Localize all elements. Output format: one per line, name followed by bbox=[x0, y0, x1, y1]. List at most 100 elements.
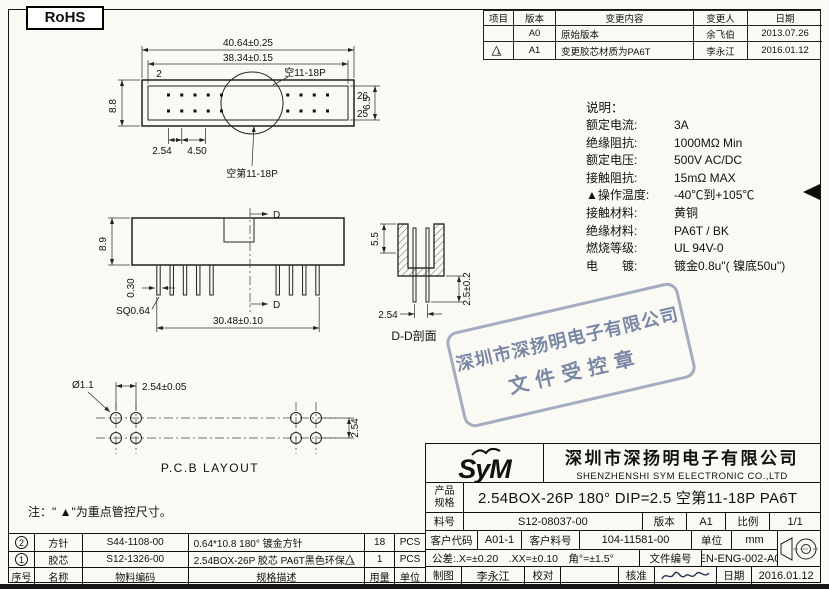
bom-item-no: 1 bbox=[9, 552, 35, 567]
customer-code-label: 客户代码 bbox=[426, 531, 478, 549]
pin-number-26: 26 bbox=[357, 91, 369, 102]
rev-row-mark bbox=[484, 26, 514, 42]
projection-symbol-icon bbox=[777, 531, 820, 566]
date-label: 日期 bbox=[717, 567, 753, 584]
dim-inner-height: 6.5 bbox=[362, 96, 373, 110]
bom-qty: 18 bbox=[365, 534, 396, 551]
pcb-layout-drawing: Ø1.1 2.54±0.05 2.54 P.C.B LAYOUT bbox=[72, 380, 361, 475]
scan-edge bbox=[0, 584, 829, 589]
vacant-label: 空第11-18P bbox=[226, 167, 278, 180]
dim-overall-width: 40.64±0.25 bbox=[223, 38, 273, 49]
date-value: 2016.01.12 bbox=[758, 569, 814, 582]
pin-square-callout: SQ0.64 bbox=[116, 306, 150, 317]
approve-signature bbox=[655, 567, 717, 584]
pin-number-2: 2 bbox=[156, 69, 162, 80]
fold-mark-arrow-icon bbox=[803, 184, 820, 200]
spec-row: 燃烧等级:UL 94V-0 bbox=[586, 241, 724, 256]
draft-value: 李永江 bbox=[462, 567, 526, 584]
section-letter-top: D bbox=[273, 210, 280, 221]
top-view-drawing: 40.64±0.25 38.34±0.15 空11-18P 8.8 6.5 2.… bbox=[108, 38, 380, 180]
dim-end: 4.50 bbox=[187, 146, 207, 157]
dim-hole-pitch-y: 2.54 bbox=[350, 418, 361, 438]
rev-row-date: 2016.01.12 bbox=[761, 45, 809, 56]
approve-label: 核准 bbox=[619, 567, 655, 584]
bom-unit: PCS bbox=[399, 537, 421, 548]
pin-dots bbox=[167, 93, 329, 113]
rev-row-date: 2013.07.26 bbox=[748, 26, 822, 42]
pcb-caption: P.C.B LAYOUT bbox=[161, 461, 259, 475]
bom-code: S44-1108-00 bbox=[83, 534, 189, 551]
customer-code-value: A01-1 bbox=[478, 531, 522, 549]
unit-value: mm bbox=[745, 534, 764, 546]
revision-table: 项目 版本 变更内容 变更人 日期 A0 原始版本 余飞伯 2013.07.26… bbox=[483, 10, 822, 60]
dim-pitch: 2.54 bbox=[152, 146, 172, 157]
dim-height: 8.8 bbox=[108, 99, 119, 113]
bom-table: 2 方针 S44-1108-00 0.64*10.8 180° 镀金方针 18 … bbox=[8, 533, 425, 584]
rev-row-content: 原始版本 bbox=[556, 26, 694, 42]
rev-row-version: A0 bbox=[514, 26, 556, 42]
dim-pin-thickness: 0.30 bbox=[126, 278, 137, 298]
bom-name: 胶芯 bbox=[35, 552, 83, 567]
dim-body-width: 38.34±0.15 bbox=[223, 53, 273, 64]
product-spec-label: 产品 规格 bbox=[426, 483, 464, 512]
revision-triangle-icon: △ 1 bbox=[344, 552, 355, 566]
spec-list: 说明： 额定电流:3A 绝缘阻抗:1000MΩ Min 额定电压:500V AC… bbox=[586, 99, 822, 275]
rev-row-mark: △ 1 bbox=[484, 42, 514, 59]
version-label: 版本 bbox=[643, 513, 687, 530]
dim-pin-length: 2.5±0.2 bbox=[462, 272, 473, 306]
dim-depth: 5.5 bbox=[370, 232, 381, 246]
spec-row: ▲操作温度:-40℃到+105℃ bbox=[586, 188, 755, 203]
product-spec-value: 2.54BOX-26P 180° DIP=2.5 空第11-18P PA6T bbox=[478, 490, 798, 507]
customer-part-label: 客户料号 bbox=[522, 531, 580, 549]
bom-name: 方针 bbox=[35, 534, 83, 551]
doc-no-value: EN-ENG-002-A0 bbox=[702, 552, 777, 565]
tolerance: 公差: .X=±0.20 .XX=±0.10 角°=±1.5° bbox=[426, 550, 640, 567]
company-name: 深圳市深扬明电子有限公司 SHENZHENSHI SYM ELECTRONIC … bbox=[565, 449, 799, 482]
pin-number-25: 25 bbox=[357, 109, 369, 120]
dim-pin-span: 30.48±0.10 bbox=[213, 316, 263, 327]
doc-no-label: 文件编号 bbox=[640, 550, 702, 567]
rev-row-version: A1 bbox=[514, 42, 556, 59]
check-label: 校对 bbox=[525, 567, 562, 584]
section-letter-bottom: D bbox=[273, 300, 280, 311]
check-value bbox=[561, 567, 619, 584]
spec-row: 接触阻抗:15mΩ MAX bbox=[586, 170, 736, 185]
section-view-drawing: 5.5 2.5±0.2 2.54 D-D剖面 bbox=[370, 223, 473, 343]
spec-row: 电 镀:镀金0.8u"( 镍底50u") bbox=[586, 258, 786, 273]
bom-code: S12-1326-00 bbox=[83, 552, 189, 567]
pcb-holes bbox=[110, 412, 322, 444]
bom-spec: 0.64*10.8 180° 镀金方针 bbox=[189, 534, 366, 551]
company-logo: SyM bbox=[426, 444, 544, 482]
spec-title: 说明： bbox=[586, 101, 624, 115]
rev-header-item: 项目 bbox=[484, 11, 514, 26]
unit-label: 单位 bbox=[692, 531, 732, 549]
spec-row: 接触材料:黄铜 bbox=[586, 205, 699, 220]
part-no-label: 料号 bbox=[426, 513, 464, 530]
section-caption: D-D剖面 bbox=[391, 329, 436, 343]
bom-unit: PCS bbox=[399, 554, 421, 565]
part-no-value: S12-08037-00 bbox=[464, 513, 643, 530]
title-block: SyM 深圳市深扬明电子有限公司 SHENZHENSHI SYM ELECTRO… bbox=[425, 443, 821, 584]
rev-header-content: 变更内容 bbox=[556, 11, 694, 26]
scale-value: 1/1 bbox=[787, 515, 803, 528]
spec-row: 额定电流:3A bbox=[586, 118, 689, 132]
bom-item-no: 2 bbox=[9, 534, 35, 551]
dim-section-pitch: 2.54 bbox=[378, 310, 398, 321]
rohs-badge: RoHS bbox=[26, 6, 104, 30]
bom-spec: 2.54BOX-26P 胶芯 PA6T黑色环保 △ 1 bbox=[189, 552, 366, 567]
vacant-callout: 空11-18P bbox=[284, 66, 326, 79]
draft-label: 制图 bbox=[426, 567, 462, 584]
detail-circle bbox=[220, 71, 284, 135]
rev-row-content: 变更胶芯材质为PA6T bbox=[556, 42, 694, 59]
spec-row: 额定电压:500V AC/DC bbox=[586, 153, 743, 168]
bom-header-qty: 用量 bbox=[365, 568, 396, 584]
section-pins bbox=[412, 227, 430, 303]
bom-header-spec: 规格描述 bbox=[189, 568, 366, 584]
key-dimension-note: 注：" ▲"为重点管控尺寸。 bbox=[28, 505, 172, 519]
logo-bird-icon bbox=[470, 447, 500, 456]
dim-hole-pitch-x: 2.54±0.05 bbox=[142, 382, 187, 393]
dim-hole-diameter: Ø1.1 bbox=[72, 380, 94, 391]
version-value: A1 bbox=[687, 513, 727, 530]
scale-label: 比例 bbox=[726, 513, 771, 530]
